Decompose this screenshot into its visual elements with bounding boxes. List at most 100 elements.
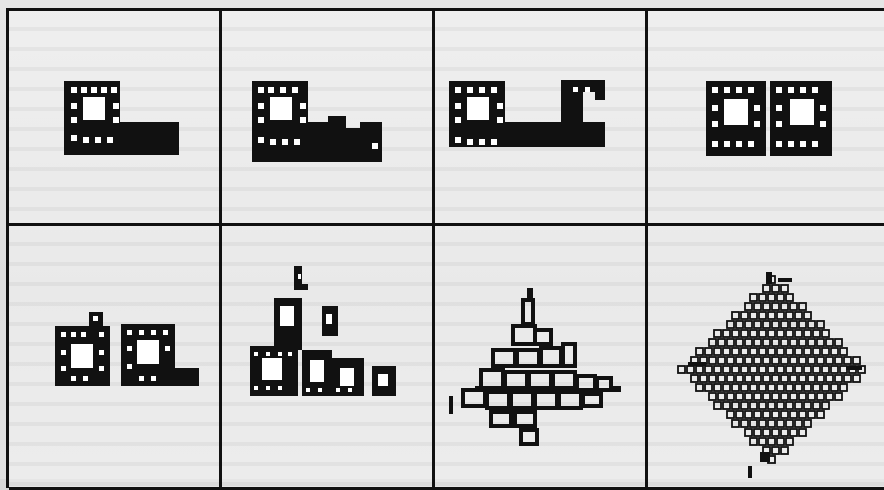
diamond-cell [781,285,788,292]
diamond-cell [786,330,793,337]
diamond-cell [754,429,761,436]
diamond-cell [741,330,748,337]
diamond-cell [840,366,847,373]
diamond-cell [709,393,716,400]
diamond-cell [745,375,752,382]
diamond-cell [853,375,860,382]
diamond-cell [790,339,797,346]
diamond-cell [696,384,703,391]
diamond-cell [718,357,725,364]
diamond-cell [781,357,788,364]
diamond-cell [741,384,748,391]
diamond-cell [835,375,842,382]
diamond-cell [750,384,757,391]
diamond-cell [727,357,734,364]
diamond-cell [813,384,820,391]
diamond-cell [817,375,824,382]
diamond-cell [736,393,743,400]
diamond-cell [714,384,721,391]
diamond-cell [781,429,788,436]
diamond-cell [790,411,797,418]
diamond-fragment [748,466,752,478]
panel-5 [9,226,222,490]
diamond-cell [687,366,694,373]
diamond-cell [777,384,784,391]
diamond-cell [768,438,775,445]
diamond-cell [781,321,788,328]
diamond-cell [723,348,730,355]
diamond-cell [804,384,811,391]
glider-shape-1 [9,11,222,226]
diamond-cell [750,312,757,319]
diamond-cell [844,375,851,382]
diamond-cell [795,366,802,373]
diamond-cell [723,402,730,409]
diamond-cell [804,402,811,409]
diamond-cell [772,303,779,310]
glider-shape-7 [435,226,648,490]
diamond-fragment [760,452,770,462]
diamond-cell [727,393,734,400]
glider-shape-4 [648,11,884,226]
diamond-cell [741,348,748,355]
diamond-cell [723,330,730,337]
diamond-cell [763,411,770,418]
diamond-cell [759,420,766,427]
diamond-cell [763,321,770,328]
panel-8 [648,226,884,490]
glider-shape-2 [222,11,435,226]
diamond-cell [808,321,815,328]
diamond-cell [777,438,784,445]
diamond-cell [768,348,775,355]
diamond-cell [750,420,757,427]
diamond-cell [763,429,770,436]
diamond-cell [705,348,712,355]
panel-7 [435,226,648,490]
diamond-cell [754,411,761,418]
diamond-cell [745,321,752,328]
diamond-cell [759,384,766,391]
diamond-cell [759,348,766,355]
diamond-cell [777,366,784,373]
diamond-cell [768,330,775,337]
diamond-cell [799,393,806,400]
diamond-cell [826,339,833,346]
diamond-cell [718,375,725,382]
diamond-cell [817,393,824,400]
diamond-cell [808,339,815,346]
diamond-cell [768,366,775,373]
diamond-cell [727,339,734,346]
diamond-cell [727,375,734,382]
diamond-cell [696,366,703,373]
diamond-cell [678,366,685,373]
diamond-cell [790,393,797,400]
diamond-cell [759,366,766,373]
glider-shape-3 [435,11,648,226]
diamond-cell [768,312,775,319]
diamond-cell [745,393,752,400]
diamond-cell [763,339,770,346]
diamond-cell [714,402,721,409]
diamond-cell [768,402,775,409]
diamond-cell [759,312,766,319]
diamond-cell [808,357,815,364]
diamond-cell [813,366,820,373]
diamond-cell [732,420,739,427]
diamond-cell [822,348,829,355]
diamond-cell [754,393,761,400]
diamond-cell [754,339,761,346]
diamond-cell [817,321,824,328]
diamond-cell [772,375,779,382]
diamond-cell [808,411,815,418]
figure-grid-image [0,0,884,479]
diamond-cell [826,375,833,382]
diamond-cell [772,339,779,346]
diamond-cell [732,330,739,337]
panel-6 [222,226,435,490]
diamond-cell [786,294,793,301]
diamond-cell [813,348,820,355]
diamond-cell [754,321,761,328]
diamond-cell [804,366,811,373]
diamond-cell [804,312,811,319]
glider-shape-5 [9,226,222,490]
